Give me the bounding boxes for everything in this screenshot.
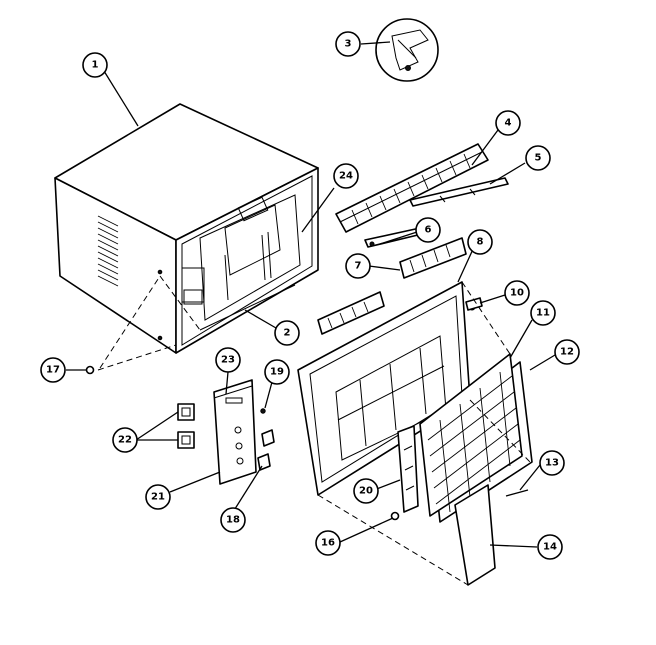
cabinet-part (54, 103, 319, 354)
svg-text:3: 3 (345, 39, 352, 50)
callout-10: 10 (504, 280, 530, 306)
svg-text:10: 10 (510, 288, 524, 299)
callout-2: 2 (274, 320, 300, 346)
callout-1: 1 (82, 52, 108, 78)
switch-block-part (177, 403, 195, 449)
callout-18: 18 (220, 507, 246, 533)
screw-part (390, 511, 400, 521)
svg-text:24: 24 (339, 171, 353, 182)
callout-14: 14 (537, 534, 563, 560)
callout-20: 20 (353, 478, 379, 504)
svg-text:6: 6 (425, 225, 432, 236)
callout-19: 19 (264, 359, 290, 385)
callout-24: 24 (333, 163, 359, 189)
callout-8: 8 (467, 229, 493, 255)
ball-part (85, 365, 95, 375)
rod-part (409, 177, 509, 207)
clip-part (375, 18, 439, 82)
svg-text:1: 1 (92, 60, 99, 71)
callout-7: 7 (345, 253, 371, 279)
svg-text:12: 12 (560, 347, 574, 358)
svg-text:4: 4 (505, 118, 512, 129)
callout-21: 21 (145, 484, 171, 510)
callout-5: 5 (525, 145, 551, 171)
svg-text:14: 14 (543, 542, 557, 553)
control-panel-part (213, 379, 257, 485)
callout-23: 23 (215, 347, 241, 373)
svg-text:23: 23 (221, 355, 235, 366)
callout-6: 6 (415, 217, 441, 243)
svg-text:5: 5 (535, 153, 542, 164)
svg-text:20: 20 (359, 486, 373, 497)
svg-text:7: 7 (355, 261, 362, 272)
callout-3: 3 (335, 31, 361, 57)
callout-22: 22 (112, 427, 138, 453)
svg-text:11: 11 (536, 308, 550, 319)
svg-text:2: 2 (284, 328, 291, 339)
svg-text:21: 21 (151, 492, 165, 503)
callout-12: 12 (554, 339, 580, 365)
svg-text:22: 22 (118, 435, 132, 446)
bracket-part (397, 425, 419, 513)
callout-17: 17 (40, 357, 66, 383)
svg-text:17: 17 (46, 365, 60, 376)
louver-strip-part (335, 143, 489, 233)
svg-text:13: 13 (545, 458, 559, 469)
louver-assembly-part (317, 237, 467, 335)
callout-4: 4 (495, 110, 521, 136)
svg-text:19: 19 (270, 367, 284, 378)
pin-part (505, 489, 529, 497)
knob-part (257, 408, 275, 471)
fastener-part (465, 297, 483, 311)
assembly-guide-lines (97, 275, 531, 586)
access-door-part (454, 484, 496, 586)
callout-13: 13 (539, 450, 565, 476)
filter-panel-part (419, 353, 533, 523)
callout-11: 11 (530, 300, 556, 326)
callout-16: 16 (315, 530, 341, 556)
linkage-part (364, 227, 423, 248)
svg-text:8: 8 (477, 237, 484, 248)
svg-text:18: 18 (226, 515, 240, 526)
svg-text:16: 16 (321, 538, 335, 549)
